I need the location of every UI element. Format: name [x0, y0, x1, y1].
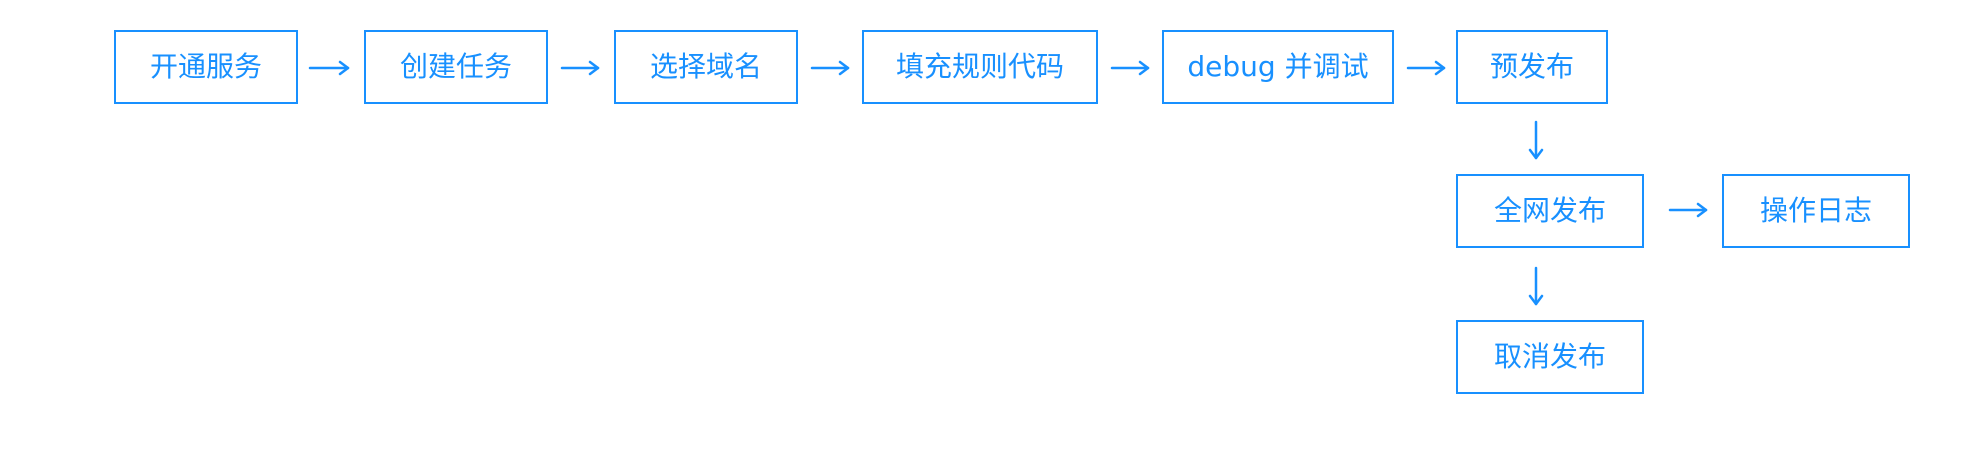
arrow-create-task-to-select-domain — [560, 60, 600, 76]
arrow-full-release-to-operation-log — [1668, 202, 1708, 218]
arrow-open-service-to-create-task — [308, 60, 350, 76]
node-open-service: 开通服务 — [114, 30, 298, 104]
arrow-full-release-to-cancel-release — [1528, 266, 1544, 306]
node-pre-release: 预发布 — [1456, 30, 1608, 104]
arrow-fill-rule-code-to-debug-and-test — [1110, 60, 1150, 76]
node-create-task: 创建任务 — [364, 30, 548, 104]
node-cancel-release: 取消发布 — [1456, 320, 1644, 394]
node-debug-and-test: debug 并调试 — [1162, 30, 1394, 104]
arrow-pre-release-to-full-release — [1528, 120, 1544, 160]
node-select-domain: 选择域名 — [614, 30, 798, 104]
node-fill-rule-code: 填充规则代码 — [862, 30, 1098, 104]
arrow-debug-and-test-to-pre-release — [1406, 60, 1446, 76]
node-operation-log: 操作日志 — [1722, 174, 1910, 248]
node-full-release: 全网发布 — [1456, 174, 1644, 248]
arrow-select-domain-to-fill-rule-code — [810, 60, 850, 76]
